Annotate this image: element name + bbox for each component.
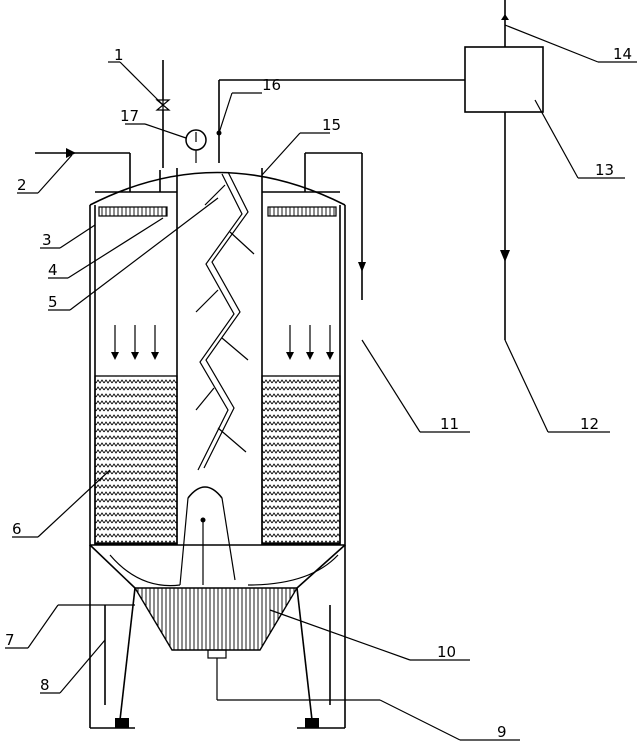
label-2: 2 — [17, 176, 27, 194]
vent-line-14 — [501, 0, 509, 47]
label-4: 4 — [48, 261, 58, 279]
outlet-pipe-11 — [304, 152, 366, 300]
collection-hopper — [133, 587, 299, 659]
central-riser — [176, 168, 263, 545]
label-5: 5 — [48, 293, 58, 311]
inlet-pipe-2 — [35, 148, 131, 192]
label-14: 14 — [613, 45, 632, 63]
label-12: 12 — [580, 415, 599, 433]
downflow-arrows-left — [111, 325, 159, 360]
label-11: 11 — [440, 415, 459, 433]
label-6: 6 — [12, 520, 22, 538]
label-1: 1 — [114, 46, 124, 64]
support-legs — [90, 587, 345, 729]
pressure-gauge — [185, 129, 207, 163]
label-13: 13 — [595, 161, 614, 179]
label-7: 7 — [5, 631, 15, 649]
inlet-pipe-1 — [155, 60, 171, 168]
leader-lines — [5, 24, 637, 741]
label-9: 9 — [497, 723, 507, 741]
separator-vessel — [464, 46, 544, 113]
label-10: 10 — [437, 643, 456, 661]
riser-zigzag-flow — [195, 171, 255, 471]
vessel-shell — [89, 171, 346, 546]
right-distributor — [267, 206, 337, 217]
bottom-hood — [109, 486, 339, 587]
downflow-arrows-right — [286, 325, 334, 360]
label-3: 3 — [42, 231, 52, 249]
left-packing-bed — [94, 375, 178, 546]
right-packing-bed — [261, 375, 341, 546]
left-distributor — [98, 206, 168, 217]
label-16: 16 — [262, 76, 281, 94]
liquid-outlet-12 — [500, 112, 510, 340]
part-labels: 1 2 3 4 5 6 7 8 9 10 11 12 13 14 15 16 1… — [5, 45, 632, 741]
label-17: 17 — [120, 107, 139, 125]
label-15: 15 — [322, 116, 341, 134]
label-8: 8 — [40, 676, 50, 694]
